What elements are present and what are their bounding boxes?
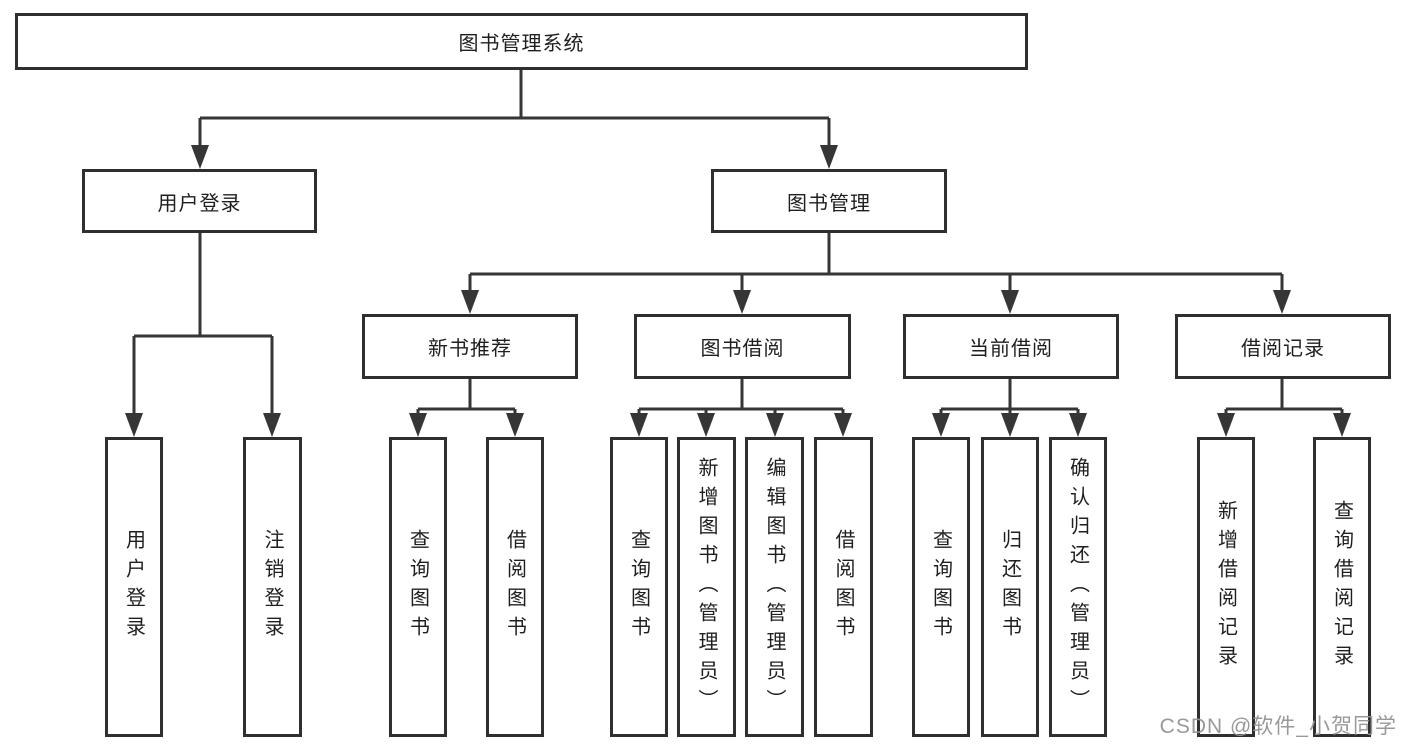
leaf-current-query-books: 查询图书	[912, 437, 970, 737]
arrowhead	[733, 290, 751, 314]
arrowhead	[766, 413, 784, 437]
leaf-user-login: 用户登录	[105, 437, 163, 737]
node-user-login: 用户登录	[82, 169, 317, 233]
leaf-label: 查询借阅记录	[1330, 500, 1353, 674]
leaf-label: 用户登录	[122, 529, 145, 645]
leaf-label: 确认归还（管理员）	[1066, 456, 1089, 718]
arrowhead	[697, 413, 715, 437]
leaf-borrowing-edit-books-admin: 编辑图书（管理员）	[745, 437, 804, 737]
leaf-label: 新增图书（管理员）	[695, 456, 717, 718]
arrowhead	[834, 413, 852, 437]
arrowhead	[1001, 413, 1019, 437]
leaf-label: 查询图书	[406, 529, 429, 645]
leaf-label: 借阅图书	[503, 529, 526, 645]
leaf-label: 借阅图书	[832, 529, 854, 645]
csdn-watermark: CSDN @软件_小贺同学	[1159, 715, 1397, 738]
arrowhead	[409, 413, 427, 437]
node-borrowing-records: 借阅记录	[1175, 314, 1391, 379]
arrowhead	[820, 145, 838, 169]
leaf-records-add-borrow-record: 新增借阅记录	[1197, 437, 1255, 737]
arrowhead	[125, 413, 143, 437]
leaf-newbooks-borrow-books: 借阅图书	[486, 437, 544, 737]
node-library-system: 图书管理系统	[15, 13, 1028, 70]
arrowhead	[1217, 413, 1235, 437]
leaf-records-query-borrow-record: 查询借阅记录	[1313, 437, 1371, 737]
node-current-borrowing: 当前借阅	[903, 314, 1119, 379]
arrowhead	[630, 413, 648, 437]
leaf-current-return-books: 归还图书	[981, 437, 1039, 737]
leaf-label: 归还图书	[998, 529, 1021, 645]
leaf-logout: 注销登录	[243, 437, 302, 737]
arrowhead	[1001, 290, 1019, 314]
arrowhead	[1273, 290, 1291, 314]
leaf-label: 注销登录	[261, 529, 283, 645]
leaf-borrowing-query-books: 查询图书	[610, 437, 668, 737]
leaf-borrowing-borrow-books: 借阅图书	[814, 437, 873, 737]
arrowhead	[506, 413, 524, 437]
connector-paths	[132, 70, 1344, 415]
arrowhead	[461, 290, 479, 314]
arrowheads	[125, 145, 1351, 437]
leaf-label: 新增借阅记录	[1214, 500, 1237, 674]
arrowhead	[191, 145, 209, 169]
arrowhead	[1333, 413, 1351, 437]
node-book-borrowing: 图书借阅	[634, 314, 851, 379]
leaf-label: 查询图书	[627, 529, 650, 645]
leaf-newbooks-query-books: 查询图书	[389, 437, 447, 737]
leaf-label: 编辑图书（管理员）	[763, 456, 785, 718]
leaf-current-confirm-return-admin: 确认归还（管理员）	[1049, 437, 1107, 737]
leaf-borrowing-add-books-admin: 新增图书（管理员）	[677, 437, 736, 737]
arrowhead	[1069, 413, 1087, 437]
node-book-management: 图书管理	[711, 169, 947, 233]
leaf-label: 查询图书	[929, 529, 952, 645]
arrowhead	[263, 413, 281, 437]
node-new-book-recommendation: 新书推荐	[362, 314, 578, 379]
arrowhead	[932, 413, 950, 437]
